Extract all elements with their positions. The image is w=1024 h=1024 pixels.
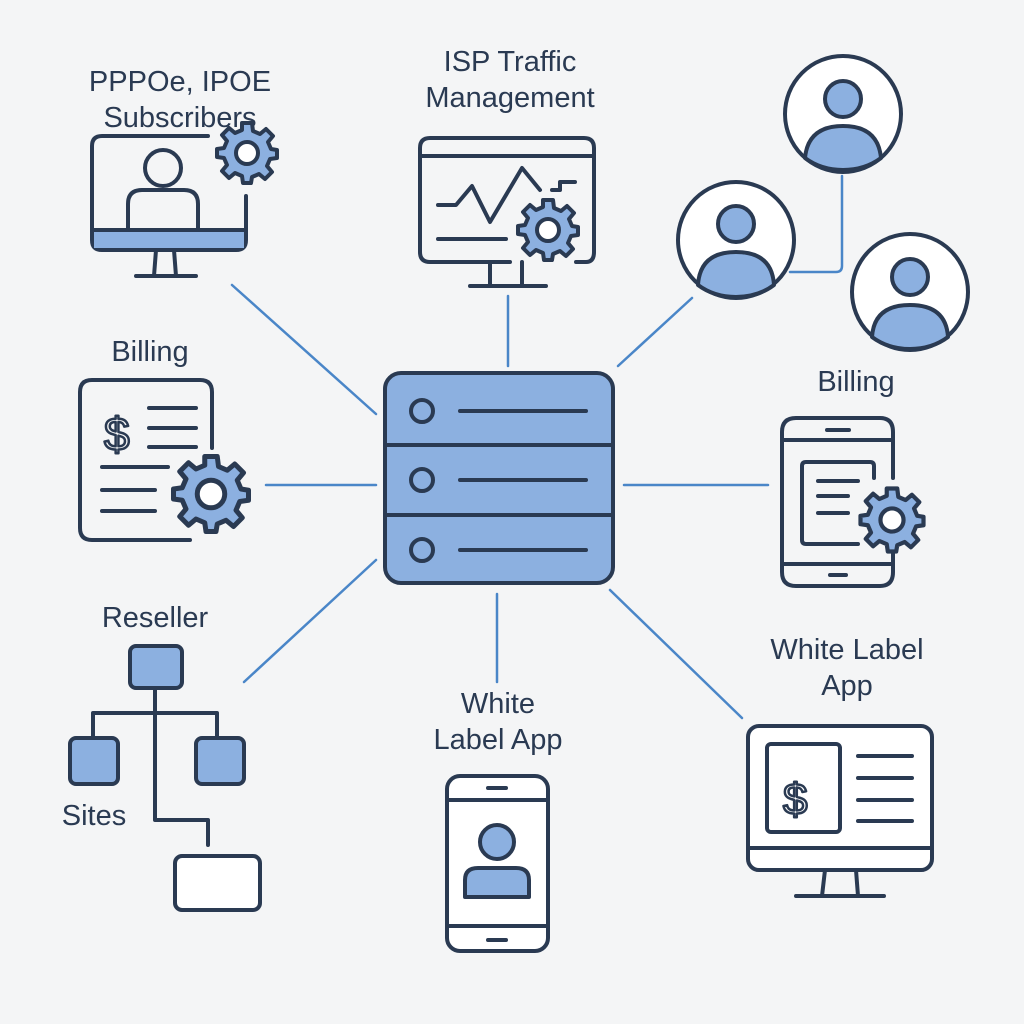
invoice-gear-icon: $ bbox=[78, 378, 249, 542]
connector-reseller bbox=[242, 558, 378, 684]
reseller-label: Reseller bbox=[101, 602, 209, 634]
monitor-dollar-icon: $ bbox=[746, 724, 934, 898]
connector-users-internal bbox=[788, 174, 844, 274]
user-avatar-icon bbox=[676, 180, 796, 300]
hierarchy-icon bbox=[68, 644, 262, 912]
user-avatar-icon bbox=[783, 54, 903, 174]
sites-label: Sites bbox=[61, 800, 127, 832]
svg-text:$: $ bbox=[783, 775, 807, 824]
svg-text:$: $ bbox=[104, 408, 130, 460]
monitor-chart-gear-icon bbox=[418, 136, 596, 288]
billing-right-label: Billing bbox=[817, 366, 895, 398]
phone-document-gear-icon bbox=[780, 416, 924, 588]
white-label-desktop-label: White Label App bbox=[770, 634, 924, 702]
monitor-user-gear-icon bbox=[90, 121, 279, 278]
connector-white-label-desktop bbox=[608, 588, 744, 720]
billing-left-label: Billing bbox=[111, 336, 189, 368]
connectors bbox=[230, 174, 844, 720]
connector-subscribers bbox=[230, 283, 378, 416]
phone-user-icon bbox=[445, 774, 550, 953]
white-label-mobile-label: White Label App bbox=[433, 688, 563, 756]
user-avatar-icon bbox=[850, 232, 970, 352]
connector-users bbox=[616, 296, 694, 368]
subscribers-label: PPPOe, IPOE Subscribers bbox=[88, 66, 272, 134]
traffic-label: ISP Traffic Management bbox=[425, 46, 595, 114]
user-group-icon bbox=[676, 54, 970, 352]
server-icon bbox=[383, 371, 615, 585]
